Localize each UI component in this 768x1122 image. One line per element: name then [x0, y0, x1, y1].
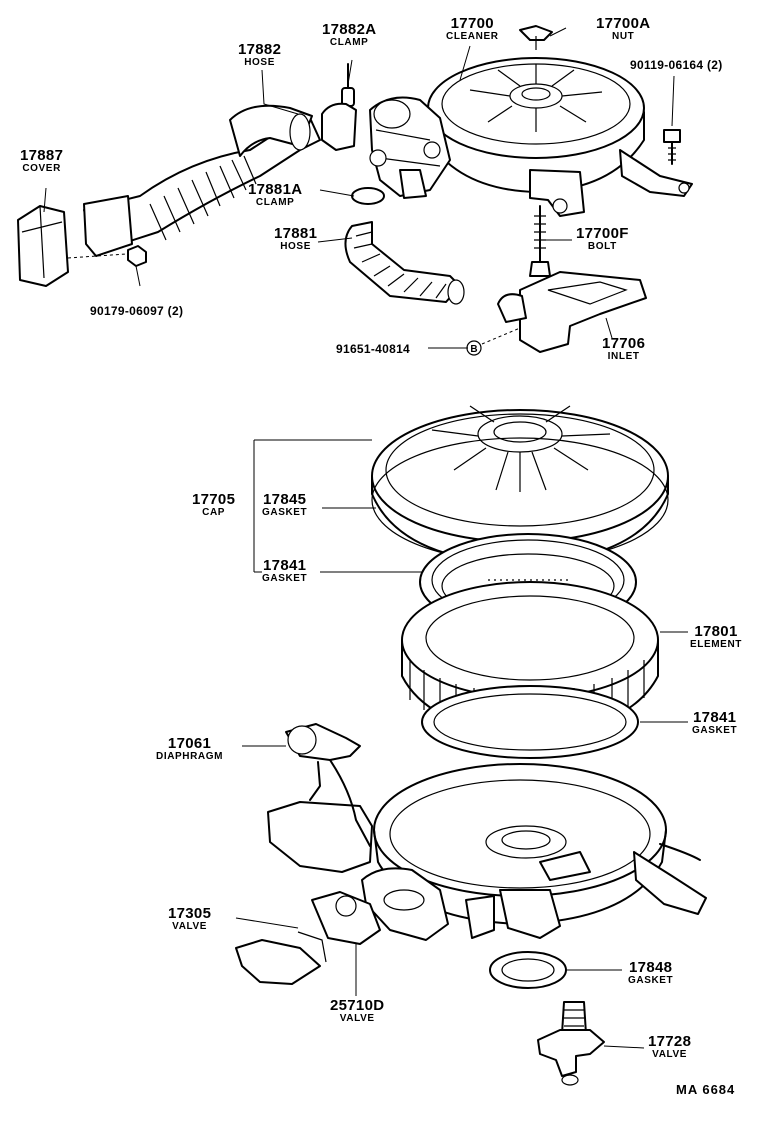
part-number: 17305: [168, 905, 212, 922]
part-number: 25710D: [330, 997, 385, 1014]
part-number: 17700A: [596, 15, 651, 32]
inlet-17706: B: [466, 271, 647, 356]
part-number: 17881: [274, 225, 318, 242]
gasket-17848: [489, 951, 567, 989]
part-label-17700: 17700 CLEANER: [446, 16, 499, 42]
drawing-reference: MA 6684: [676, 1082, 736, 1097]
part-label-17841-lower: 17841 GASKET: [692, 710, 737, 736]
part-label-17887: 17887 COVER: [20, 148, 63, 174]
air-cleaner-assembly: [321, 25, 693, 217]
part-number: 17705: [192, 491, 236, 508]
part-number: 17841: [693, 709, 737, 726]
part-label-17882: 17882 HOSE: [238, 42, 281, 68]
bolt-mark-b: B: [470, 344, 477, 355]
part-name: COVER: [22, 163, 61, 174]
part-name: BOLT: [587, 241, 617, 252]
part-name: GASKET: [692, 725, 738, 736]
part-label-17882a: 17882A CLAMP: [322, 22, 376, 48]
part-number: 17882A: [322, 21, 377, 38]
part-name: ELEMENT: [690, 639, 742, 650]
part-number: 17887: [20, 147, 64, 164]
part-label-17801: 17801 ELEMENT: [690, 624, 742, 650]
part-label-17845: 17845 GASKET: [262, 492, 307, 518]
part-number: 17882: [238, 41, 282, 58]
part-label-17728: 17728 VALVE: [648, 1034, 691, 1060]
part-label-17705: 17705 CAP: [192, 492, 235, 518]
part-number: 17061: [167, 735, 212, 752]
part-name: VALVE: [339, 1013, 375, 1024]
part-label-17305: 17305 VALVE: [168, 906, 211, 932]
part-number: 17848: [629, 959, 673, 976]
part-label-17881a: 17881A CLAMP: [248, 182, 302, 208]
air-cleaner-case: [235, 723, 707, 985]
part-label-17700a: 17700A NUT: [596, 16, 650, 42]
valve-17728: [537, 1001, 605, 1086]
part-name: GASKET: [262, 507, 308, 518]
part-name: DIAPHRAGM: [156, 751, 224, 762]
part-label-17706: 17706 INLET: [602, 336, 645, 362]
part-number: 17700F: [576, 225, 629, 242]
bolt-17700f: [529, 205, 551, 277]
part-name: HOSE: [244, 57, 275, 68]
part-name: CLEANER: [446, 31, 499, 42]
part-name: INLET: [607, 351, 640, 362]
part-name: NUT: [612, 31, 635, 42]
part-label-90179-06097: 90179-06097 (2): [90, 304, 184, 318]
part-label-17881: 17881 HOSE: [274, 226, 317, 252]
hose-17881: [344, 187, 465, 305]
part-label-90119-06164: 90119-06164 (2): [630, 58, 723, 72]
part-name: GASKET: [262, 573, 308, 584]
part-label-17061: 17061 DIAPHRAGM: [156, 736, 223, 762]
part-label-17848: 17848 GASKET: [628, 960, 673, 986]
leader-lines: [43, 27, 688, 1049]
part-number: 17728: [648, 1033, 692, 1050]
part-number: 17881A: [248, 181, 303, 198]
part-label-17700f: 17700F BOLT: [576, 226, 629, 252]
part-name: CLAMP: [329, 37, 369, 48]
part-number: 17706: [602, 335, 646, 352]
part-name: GASKET: [628, 975, 674, 986]
part-label-25710d: 25710D VALVE: [330, 998, 384, 1024]
part-label-17841-upper: 17841 GASKET: [262, 558, 307, 584]
part-number: 17841: [263, 557, 307, 574]
part-name: VALVE: [172, 921, 208, 932]
part-name: VALVE: [652, 1049, 688, 1060]
gasket-17841-lower: [421, 685, 639, 759]
part-name: HOSE: [280, 241, 311, 252]
cover-17887: [17, 205, 147, 287]
part-number: 17700: [450, 15, 494, 32]
part-name: CAP: [202, 507, 226, 518]
part-number: 17801: [694, 623, 738, 640]
part-name: CLAMP: [255, 197, 295, 208]
part-label-91651-40814: 91651-40814: [336, 342, 411, 356]
part-number: 17845: [263, 491, 307, 508]
hose-17882: [83, 104, 321, 257]
